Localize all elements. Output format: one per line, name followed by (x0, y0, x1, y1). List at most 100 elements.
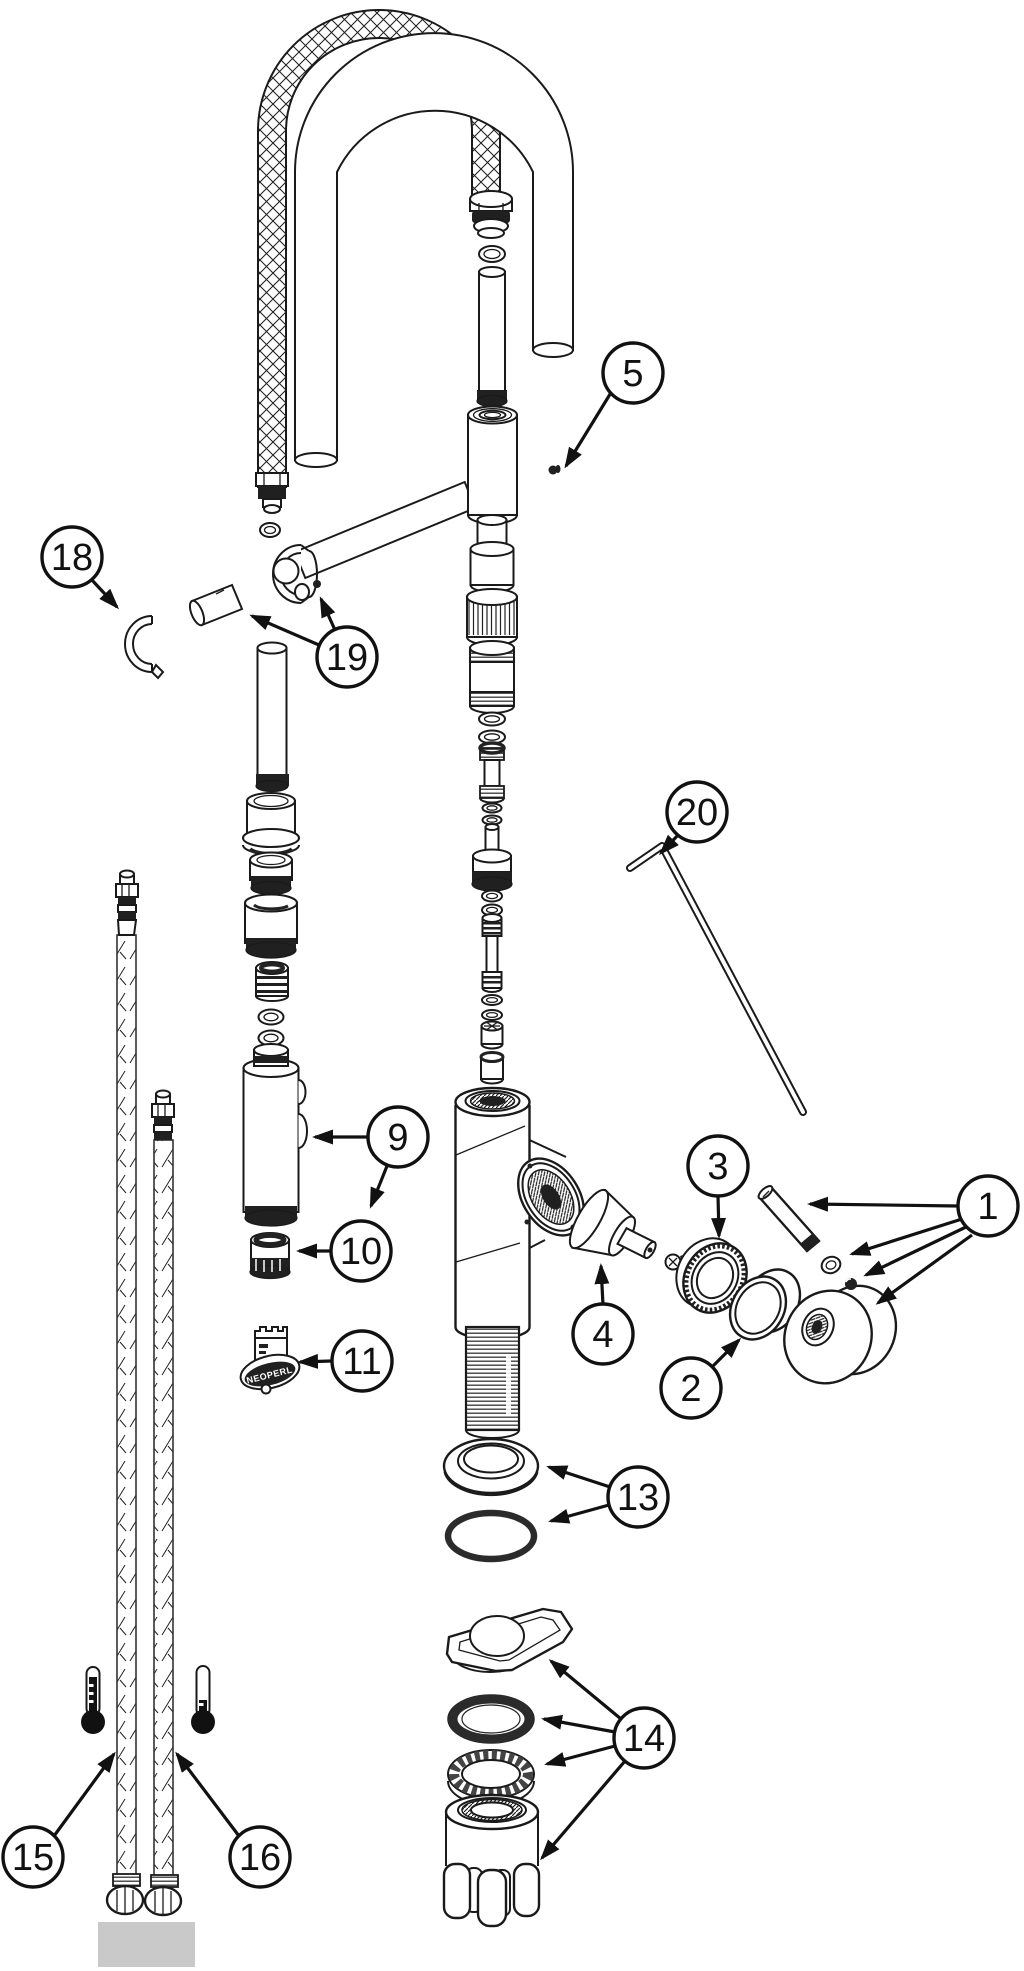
spout-clip-and-pin (124, 580, 321, 680)
callout-3-label: 3 (707, 1146, 728, 1188)
base-flange-and-oring (442, 1437, 540, 1563)
cold-thermometer-icon (191, 1665, 215, 1734)
callout-11-label: 11 (342, 1341, 381, 1383)
connector-tube (476, 266, 508, 408)
leader-14-washer (541, 1714, 616, 1734)
aerator (249, 1232, 291, 1280)
leader-20 (658, 832, 681, 856)
spout-set-screw (548, 465, 561, 475)
hose-end-fitting-left (255, 472, 289, 514)
callout-14-label: 14 (623, 1718, 665, 1760)
trim-ring (675, 1237, 748, 1314)
callout-13: 13 (606, 1465, 670, 1529)
leader-16 (175, 1751, 241, 1837)
mounting-pad (98, 1922, 195, 1967)
callout-19-label: 19 (326, 637, 368, 679)
stepped-bushing (471, 848, 513, 892)
column-o-ring-2 (478, 729, 506, 745)
cartridge-stem (481, 913, 503, 993)
callout-2: 2 (659, 1356, 723, 1420)
supply-fitting-top-left (115, 869, 139, 936)
leader-14-lockwasher (544, 1744, 616, 1767)
callout-leaders (52, 390, 973, 1861)
column-o-ring-1 (478, 711, 506, 727)
callout-9-label: 9 (387, 1117, 408, 1159)
leader-18 (89, 577, 120, 610)
leader-14-nut (540, 1759, 627, 1861)
callout-15: 15 (1, 1825, 65, 1889)
smooth-hose-endcap-right (532, 342, 574, 358)
handle-knob (783, 1284, 898, 1385)
valve-column-parts (466, 514, 518, 1085)
callout-14: 14 (612, 1706, 676, 1770)
leader-1-pin (807, 1196, 959, 1212)
callout-3: 3 (686, 1134, 750, 1198)
leader-2 (710, 1337, 742, 1369)
hex-key (626, 842, 807, 1116)
callout-16: 16 (228, 1825, 292, 1889)
hot-thermometer-icon (81, 1666, 105, 1734)
grooved-gland (255, 961, 289, 1002)
leader-1-oring (849, 1217, 963, 1256)
wand-tube (255, 641, 289, 793)
cartridge-housing (469, 640, 515, 714)
spray-wand-body (242, 1043, 308, 1227)
base-o-ring (444, 1509, 538, 1563)
small-cartridge (478, 741, 506, 804)
callout-16-label: 16 (239, 1837, 281, 1879)
leader-3 (711, 1195, 727, 1239)
callout-13-label: 13 (617, 1477, 659, 1519)
stem-o-ring-1 (481, 994, 503, 1006)
callout-1-label: 1 (977, 1186, 998, 1228)
supply-fitting-top-right (151, 1089, 175, 1140)
tee-adapter (469, 514, 515, 593)
o-ring-connector (478, 245, 506, 263)
valve-cartridge (568, 1188, 657, 1260)
smooth-hose-endcap-left (294, 452, 338, 468)
spout-holder-saddle (272, 544, 318, 604)
compression-nut-right (143, 1874, 183, 1917)
rubber-washer (447, 1694, 535, 1744)
mounting-hardware (442, 1607, 574, 1928)
spray-wand-parts: NEOPERL (239, 641, 308, 1395)
callout-20-label: 20 (676, 792, 718, 834)
callout-18: 18 (40, 525, 104, 589)
callout-19: 19 (315, 625, 379, 689)
leader-15 (52, 1751, 116, 1837)
hose-connector-fitting (469, 190, 513, 239)
callout-4: 4 (571, 1302, 635, 1366)
leader-4 (594, 1263, 610, 1306)
leader-19-pin (249, 614, 320, 647)
callout-1: 1 (956, 1174, 1020, 1238)
pivot-pin (188, 583, 244, 627)
mounting-bracket (445, 1607, 574, 1673)
faucet-body (454, 1086, 585, 1439)
leader-14-bracket (548, 1659, 623, 1721)
callout-11: 11 (330, 1329, 394, 1393)
compression-nut-left (105, 1873, 145, 1916)
lock-washer (447, 1749, 535, 1806)
supply-lines (81, 869, 215, 1967)
handle-sleeve-ring (728, 1268, 802, 1341)
supply-hose-right (143, 1089, 183, 1917)
tiny-ring-1 (481, 802, 503, 814)
handle-o-ring (820, 1255, 842, 1275)
mounting-nut (442, 1793, 541, 1928)
base-flange (442, 1437, 540, 1497)
threaded-shank (464, 1325, 521, 1439)
spout-side-tube (293, 480, 477, 580)
pulldown-hose-assembly (255, 9, 574, 538)
callout-2-label: 2 (680, 1368, 701, 1410)
riser-o-ring-1 (481, 889, 503, 903)
callout-5-label: 5 (622, 353, 643, 395)
pin-screw-dot (313, 580, 321, 588)
c-clip (124, 615, 165, 680)
splined-sleeve (466, 588, 518, 646)
callout-18-label: 18 (51, 537, 93, 579)
tee-body (467, 405, 518, 525)
notched-ring (249, 851, 293, 896)
leader-13-oring (548, 1503, 610, 1524)
wand-sleeve-cup (244, 893, 298, 959)
